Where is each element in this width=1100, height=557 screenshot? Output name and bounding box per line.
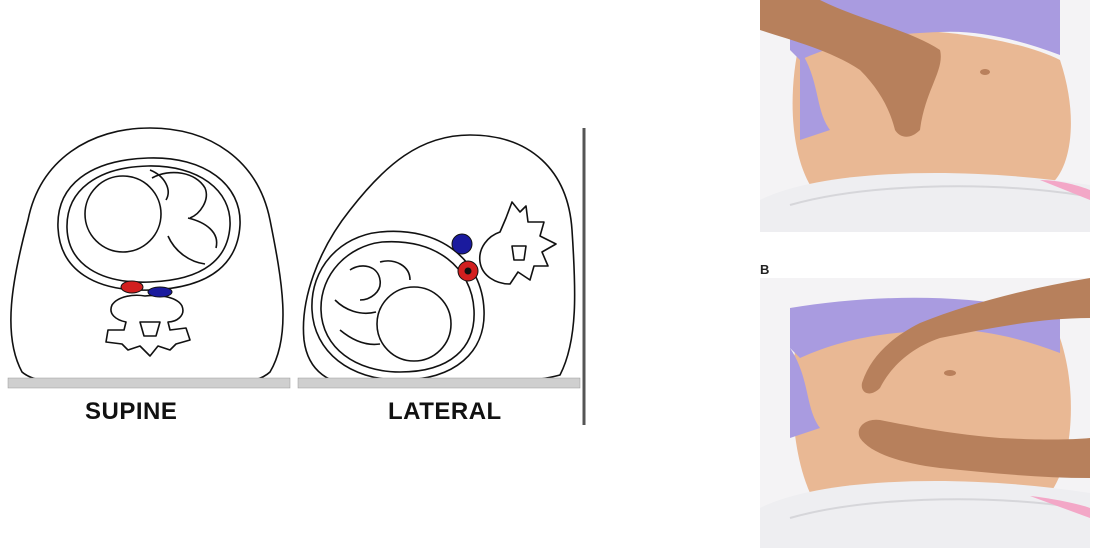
palpation-illustration-b	[760, 278, 1090, 548]
lateral-vena-cava	[452, 234, 472, 254]
navel	[980, 69, 990, 75]
supine-fetal-head	[85, 176, 161, 252]
supine-label: SUPINE	[85, 398, 177, 426]
panel-b-label: B	[760, 262, 769, 277]
supine-vertebra	[106, 295, 190, 356]
supine-uterus-inner	[67, 166, 230, 282]
lateral-body-outline	[303, 135, 574, 387]
supine-cross-section	[11, 128, 283, 386]
supine-floor	[8, 378, 290, 388]
lateral-cross-section	[303, 135, 574, 387]
palpation-illustration-a	[760, 0, 1090, 232]
supine-vena-cava	[148, 287, 172, 297]
lateral-floor	[298, 378, 580, 388]
supine-aorta	[121, 281, 143, 293]
supine-uterus-outer	[58, 158, 240, 290]
aortocaval-compression-diagram	[0, 0, 600, 557]
lateral-label: LATERAL	[388, 398, 502, 426]
navel-b	[944, 370, 956, 376]
lateral-fetal-head	[377, 287, 451, 361]
lateral-vertebra	[480, 202, 556, 284]
